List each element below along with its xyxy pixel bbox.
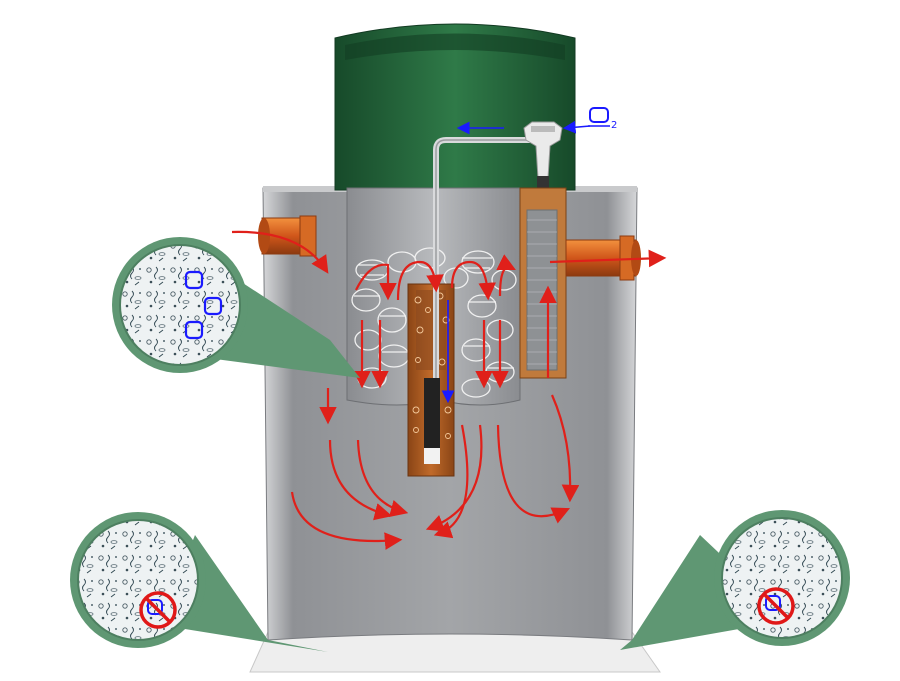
- microorganisms-with-oxygen-icon: [184, 270, 223, 340]
- oxygen-label: 2: [588, 107, 617, 131]
- oxygen-flow-arrows: [441, 120, 591, 404]
- microorganisms-no-oxygen-icon-right: [757, 587, 795, 625]
- outlet-pipe: [565, 235, 641, 281]
- green-lid: [334, 23, 576, 191]
- oxygen-label-sub: 2: [611, 120, 617, 131]
- aerobic-callout: [112, 237, 360, 378]
- anaerobic-callout-right: [620, 510, 850, 650]
- water-flow-arrows: [231, 230, 667, 550]
- microorganisms-no-oxygen-icon: [139, 591, 177, 629]
- clarifier-mesh-filter: [526, 209, 558, 371]
- air-diffuser: [424, 378, 440, 464]
- anaerobic-callout-left: [70, 512, 328, 652]
- air-pump: [523, 121, 563, 190]
